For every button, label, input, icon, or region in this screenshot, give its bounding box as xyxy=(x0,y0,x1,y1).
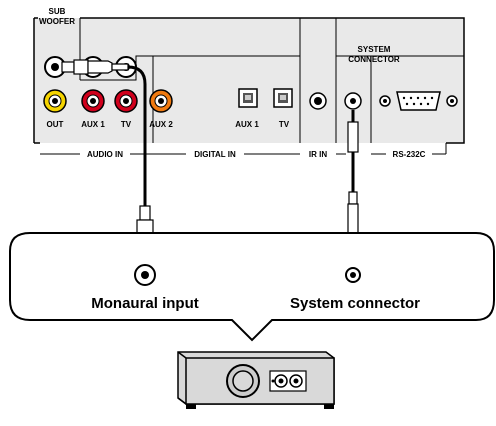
subwoofer-section-box xyxy=(79,18,464,143)
monaural-input-label: Monaural input xyxy=(91,295,199,312)
section-bracket-lines xyxy=(40,143,447,155)
out-label: OUT xyxy=(47,120,64,129)
system-connector-label-2: CONNECTOR xyxy=(348,55,400,64)
rs232c-label: RS-232C xyxy=(393,150,426,159)
system-connector-section-box xyxy=(335,18,464,57)
ir-in-label: IR IN xyxy=(309,150,327,159)
digital-tv-label: TV xyxy=(279,120,290,129)
subwoofer-device xyxy=(177,351,335,409)
panel-outline xyxy=(33,17,465,144)
system-connector-bubble-label: System connector xyxy=(290,295,420,312)
rs232c-port[interactable] xyxy=(379,91,458,111)
tv-label: TV xyxy=(121,120,132,129)
digital-in-label: DIGITAL IN xyxy=(194,150,236,159)
optical-tv-port[interactable] xyxy=(273,88,293,108)
aux1-label: AUX 1 xyxy=(81,120,105,129)
callout-bubble xyxy=(9,232,495,342)
optical-aux1-port[interactable] xyxy=(238,88,258,108)
subwoofer-label-2: WOOFER xyxy=(39,17,75,26)
system-connector-label: SYSTEM xyxy=(358,45,391,54)
digital-aux1-label: AUX 1 xyxy=(235,120,259,129)
audio-in-label: AUDIO IN xyxy=(87,150,123,159)
subwoofer-label: SUB xyxy=(49,7,66,16)
aux2-label: AUX 2 xyxy=(149,120,173,129)
